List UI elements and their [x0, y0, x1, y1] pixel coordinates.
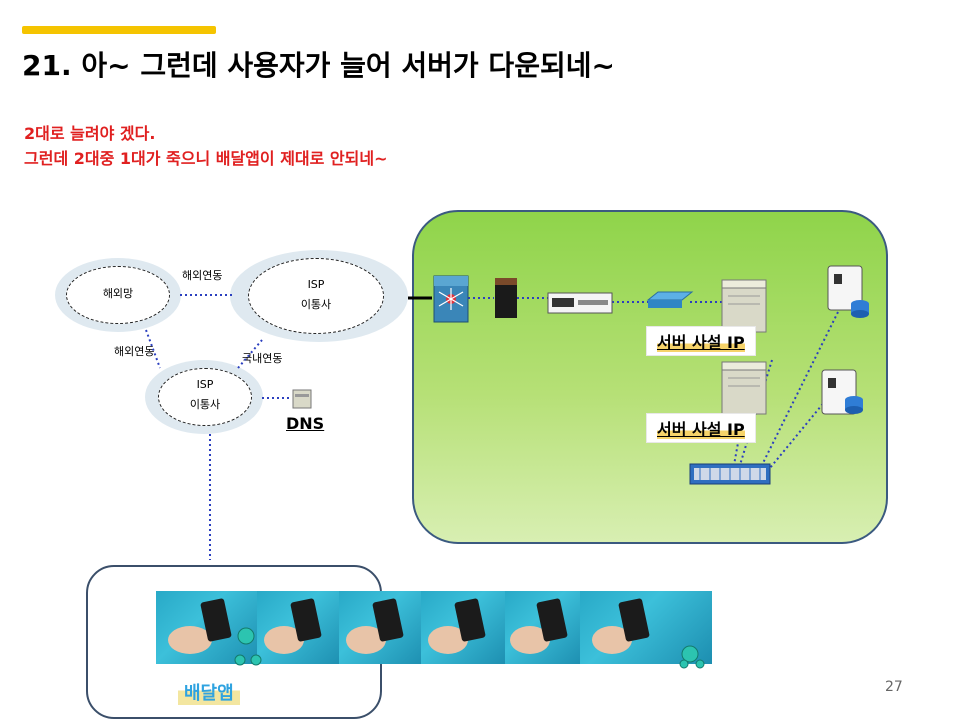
domestic-link-label: 국내연동: [242, 352, 283, 365]
overseas-cloud-inner: [66, 266, 170, 324]
isp-main-line2: 이통사: [300, 298, 332, 311]
overseas-link-top-label: 해외연동: [182, 269, 223, 282]
isp-sub-cloud-inner: [158, 368, 252, 426]
slide-title: 21. 아~ 그런데 사용자가 늘어 서버가 다운되네~: [22, 49, 615, 82]
app-label: 배달앱: [178, 679, 240, 705]
db-server1-icon: [827, 265, 869, 318]
datacenter-zone: [412, 210, 888, 544]
subtitle-line-1: 2대로 늘려야 겠다.: [24, 124, 156, 143]
isp-sub-line2: 이통사: [189, 398, 221, 411]
isp-main-cloud-inner: [248, 258, 384, 334]
server1-ip-label: 서버 사설 IP: [647, 327, 755, 355]
storage1-link: [761, 311, 839, 466]
server2-ip-label: 서버 사설 IP: [647, 414, 755, 442]
overseas-link-left-label: 해외연동: [114, 345, 155, 358]
overseas-network-label: 해외망: [102, 287, 134, 300]
core-switch-icon: [433, 275, 469, 323]
isp-sub-line1: ISP: [196, 378, 214, 391]
server2-link: [733, 409, 745, 466]
delivery-scooter-icons: [234, 627, 705, 669]
load-balancer-icon: [689, 463, 771, 485]
phone-hand-icons: [168, 598, 650, 654]
subtitle-line-2: 그런데 2대중 1대가 죽으니 배달앱이 제대로 안되네~: [24, 149, 388, 168]
isp-main-line1: ISP: [307, 278, 325, 291]
firewall-icon: [495, 278, 517, 318]
accent-bar: [22, 26, 216, 34]
db-server2-icon: [821, 369, 863, 415]
page-number: 27: [885, 679, 903, 695]
l2-switch-icon: [646, 291, 694, 308]
ispsub-to-ispmain-link: [237, 339, 263, 369]
router-icon: [547, 292, 613, 314]
overseas-to-ispsub-link: [145, 329, 161, 369]
dns-label: DNS: [286, 414, 325, 433]
server1-storage-link: [739, 359, 773, 466]
server2-icon: [721, 361, 767, 415]
dns-server-icon: [292, 389, 312, 409]
